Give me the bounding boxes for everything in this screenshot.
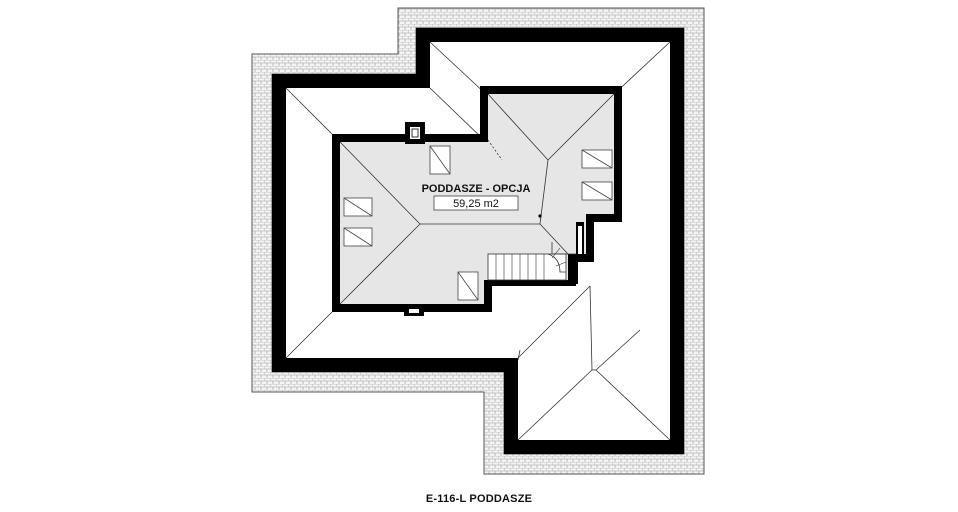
attic-ridge-lines xyxy=(339,93,615,305)
ridge-point xyxy=(538,214,542,218)
room-area-box xyxy=(433,195,519,211)
room-area: 59,25 m2 xyxy=(453,198,499,210)
roof-hip-lines xyxy=(285,41,671,441)
room-name: PODDASZE - OPCJA xyxy=(422,183,531,195)
roof-windows xyxy=(343,145,613,301)
stair-wall-bottom xyxy=(568,262,578,284)
chimney xyxy=(405,122,425,144)
staircase xyxy=(487,242,578,281)
plan-caption: E-116-L PODDASZE xyxy=(425,493,533,505)
outer-wall xyxy=(272,28,684,454)
